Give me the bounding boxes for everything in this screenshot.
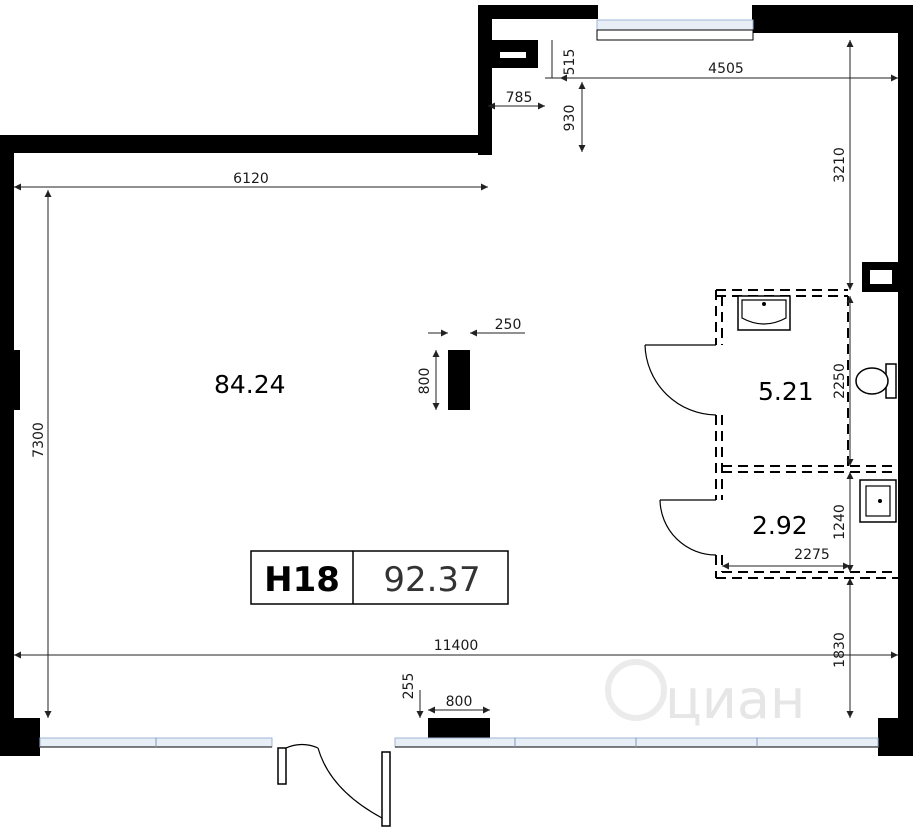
wall-top-right: [752, 5, 913, 33]
dim-255: 255: [401, 673, 417, 700]
wall-top-left: [0, 135, 488, 153]
sink-small-icon: [859, 479, 897, 523]
unit-code: H18: [264, 560, 340, 600]
unit-total-area: 92.37: [383, 560, 480, 600]
watermark-text: циан: [665, 668, 805, 731]
dimension-lines: [14, 40, 898, 718]
dim-3210: 3210: [832, 147, 848, 183]
watermark: циан: [605, 659, 805, 731]
wall-top: [478, 5, 598, 19]
wall-left: [0, 135, 14, 755]
room-area-bath-small: 2.92: [752, 511, 808, 540]
window-bottom-left: [39, 737, 273, 748]
walls: [0, 5, 913, 756]
wall-right: [898, 5, 913, 755]
bathroom-partitions: [715, 289, 898, 579]
door-swing-icon: [277, 743, 391, 827]
wall-niche: [428, 718, 490, 738]
dim-2275: 2275: [794, 547, 830, 563]
dim-4505: 4505: [708, 61, 744, 77]
dim-800-door: 800: [446, 694, 473, 710]
window-bottom-right: [394, 737, 879, 748]
unit-label-box: [250, 550, 509, 605]
sink-icon: [737, 295, 791, 331]
wall-left-pilaster: [0, 350, 20, 410]
dim-1240: 1240: [832, 504, 848, 540]
dimension-labels: 515 4505 785 930 3210 6120 250 800 7300 …: [31, 49, 848, 710]
dim-11400: 11400: [434, 638, 479, 654]
dim-785: 785: [506, 90, 533, 106]
dim-800-column: 800: [417, 368, 433, 395]
dim-930: 930: [562, 105, 578, 132]
room-area-main: 84.24: [214, 370, 286, 399]
toilet-icon: [855, 363, 897, 399]
dim-1830: 1830: [832, 632, 848, 668]
wall-step: [478, 5, 492, 155]
dim-250: 250: [495, 317, 522, 333]
wall-bottom-left: [0, 718, 40, 756]
dim-2250: 2250: [832, 363, 848, 399]
windows: [39, 19, 879, 748]
room-area-bath-large: 5.21: [758, 377, 814, 406]
unit-label: H18 92.37: [250, 550, 509, 605]
dim-7300: 7300: [31, 422, 47, 458]
window-icon: [596, 19, 754, 41]
column: [448, 350, 470, 410]
bathroom-doors: [644, 344, 717, 556]
dim-6120: 6120: [233, 171, 269, 187]
dim-515: 515: [562, 49, 578, 76]
